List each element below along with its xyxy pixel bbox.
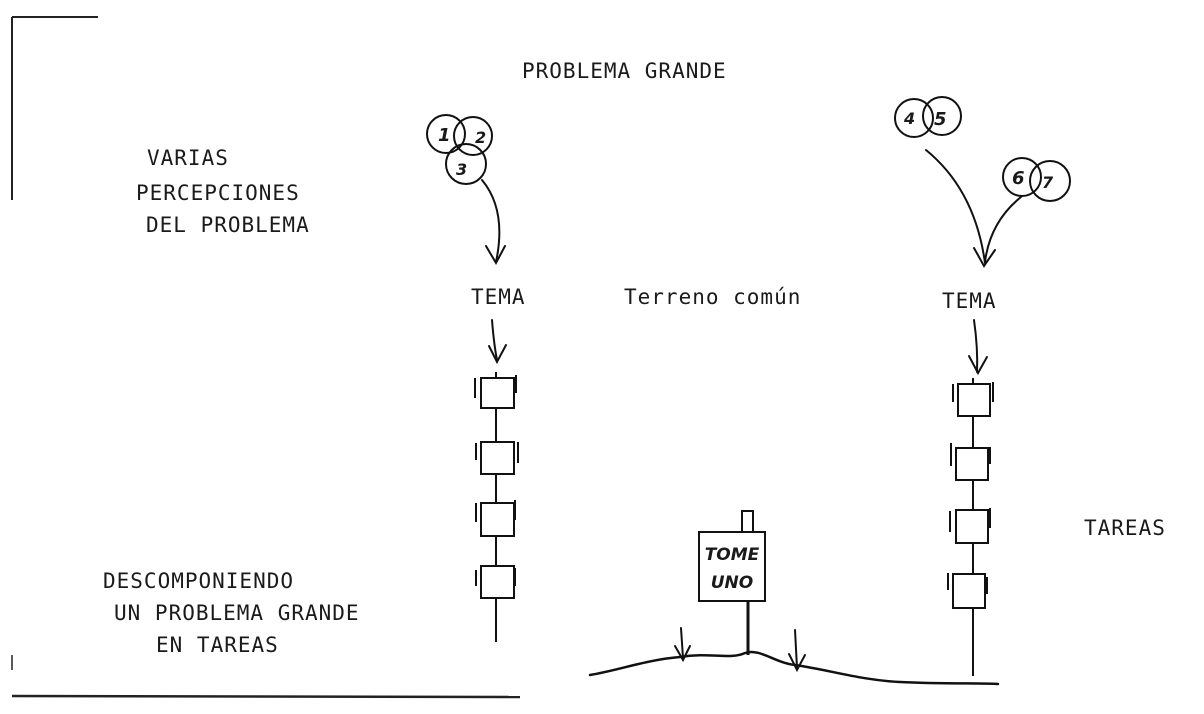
sign-board xyxy=(698,531,766,602)
caption-line-2: UN PROBLEMA GRANDE xyxy=(114,601,360,625)
sign-line-1: TOME xyxy=(705,545,760,565)
perception-circles-right-bottom xyxy=(1002,157,1071,202)
task-box xyxy=(955,509,989,544)
perception-circle-7 xyxy=(1029,160,1071,202)
diagram-title: PROBLEMA GRANDE xyxy=(522,59,727,83)
perception-number-5: 5 xyxy=(934,109,947,130)
perception-circle-4 xyxy=(894,98,934,138)
perception-number-2: 2 xyxy=(475,128,486,147)
task-box xyxy=(480,502,515,537)
arrow-right-theme-to-tasks xyxy=(973,319,979,373)
tasks-label: TAREAS xyxy=(1084,516,1166,540)
perception-number-6: 6 xyxy=(1012,168,1025,189)
task-box xyxy=(957,383,991,417)
task-box xyxy=(480,377,515,409)
task-box xyxy=(480,565,515,599)
signpost xyxy=(698,510,766,655)
perceptions-label-line-1: VARIAS xyxy=(147,146,229,170)
caption-line-1: DESCOMPONIENDO xyxy=(103,569,295,593)
stake-right xyxy=(794,629,798,669)
arrow-right-bottom-to-theme xyxy=(984,196,1022,263)
perception-number-3: 3 xyxy=(456,160,467,179)
perception-number-1: 1 xyxy=(438,125,451,146)
perception-number-4: 4 xyxy=(903,109,915,128)
arrow-left-theme-to-tasks xyxy=(491,319,498,361)
perception-circle-1 xyxy=(426,114,466,154)
task-box xyxy=(952,573,986,609)
perceptions-label-line-2: PERCEPCIONES xyxy=(136,181,300,205)
stake-left xyxy=(680,627,684,659)
perception-circle-3 xyxy=(445,143,487,185)
theme-label-left: TEMA xyxy=(471,285,526,309)
common-ground-label: Terreno común xyxy=(624,285,802,309)
theme-label-right: TEMA xyxy=(942,289,997,313)
task-box xyxy=(480,441,515,475)
task-chain-right xyxy=(947,378,994,676)
perception-circle-6 xyxy=(1002,157,1042,197)
perception-number-7: 7 xyxy=(1042,173,1054,192)
sign-line-2: UNO xyxy=(711,573,753,593)
perception-circle-2 xyxy=(453,116,493,156)
perception-circles-left xyxy=(426,114,493,185)
perception-circle-5 xyxy=(922,96,962,136)
signpost-top xyxy=(741,510,754,534)
caption-line-3: EN TAREAS xyxy=(156,633,279,657)
page-border xyxy=(11,16,521,699)
perception-circles-right-top xyxy=(894,96,962,138)
task-chain-left xyxy=(474,372,519,642)
arrows xyxy=(481,149,1022,376)
perceptions-label-line-3: DEL PROBLEMA xyxy=(146,213,310,237)
ground xyxy=(588,627,1000,686)
task-box xyxy=(955,447,989,481)
arrow-right-top-to-theme xyxy=(925,149,986,264)
arrow-left-perceptions-to-theme xyxy=(481,179,501,263)
